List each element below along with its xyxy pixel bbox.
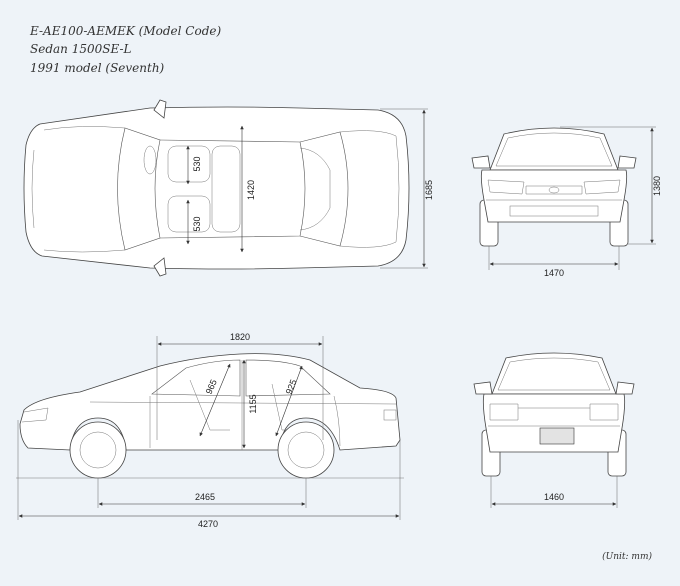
top-view: 530 530 1420 1685 [23,99,434,277]
dim-4270-length: 4270 [198,519,218,529]
dim-1470-front-tread: 1470 [544,268,564,278]
dim-530-front: 530 [192,156,202,171]
rear-view: 1460 [473,352,635,508]
dim-1685-width: 1685 [424,180,434,200]
dim-1820-interior-length: 1820 [230,332,250,342]
model-year-text: 1991 model (Seventh) [30,61,165,75]
dim-1460-rear-tread: 1460 [544,492,564,502]
right-mirror-top [153,257,167,277]
right-mirror-rear [615,381,635,395]
model-code-text: E-AE100-AEMEK (Model Code) [30,24,222,38]
front-view: 1380 1470 [471,126,662,278]
left-mirror-top [153,99,167,119]
left-mirror-front [471,155,491,169]
dim-2465-wheelbase: 2465 [195,492,215,502]
dim-1420-interior-width: 1420 [246,180,256,200]
left-mirror-rear [473,381,493,395]
dim-1155-interior-height: 1155 [248,394,258,413]
right-mirror-front [617,155,637,169]
unit-note: (Unit: mm) [602,552,652,562]
side-view: 1820 965 1155 925 2465 4270 [16,332,404,529]
grade-text: Sedan 1500SE-L [30,42,132,56]
dim-1380-height: 1380 [652,176,662,196]
dim-530-rear: 530 [192,216,202,231]
